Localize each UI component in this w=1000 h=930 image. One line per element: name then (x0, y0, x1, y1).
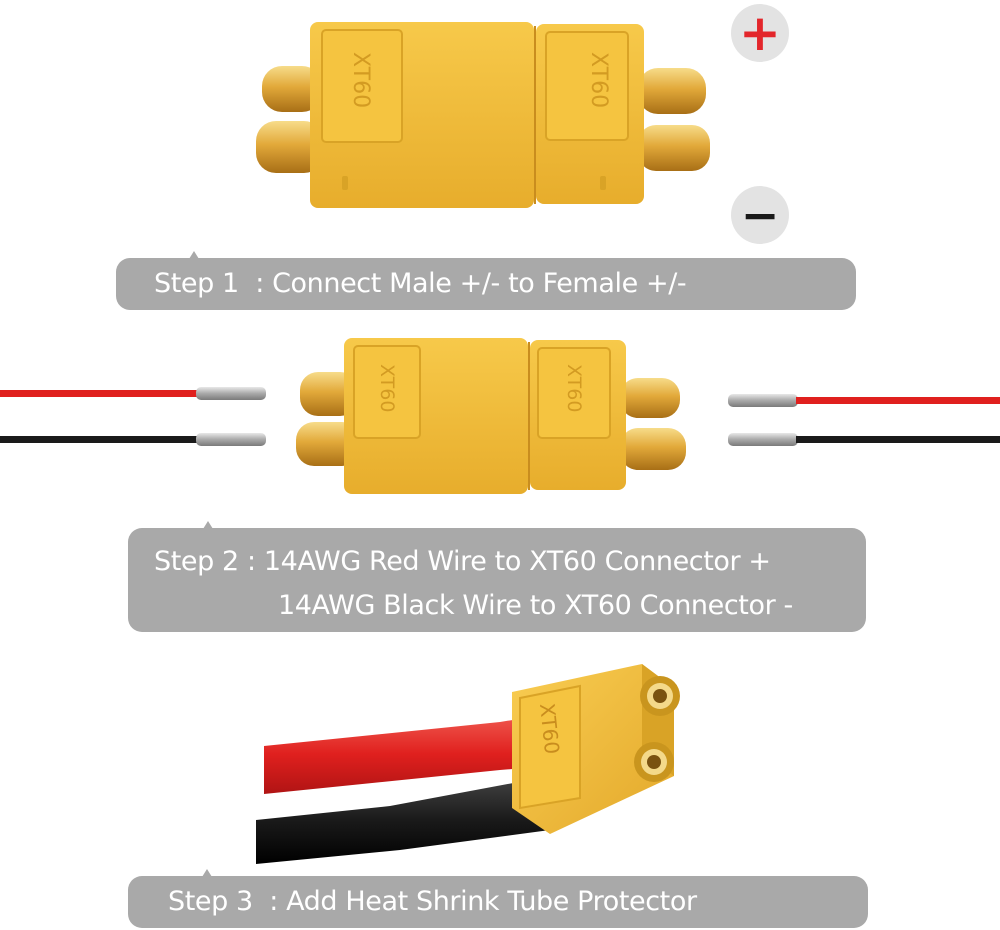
red-wire-with-heat-shrink (264, 714, 550, 794)
minus-icon: − (740, 188, 780, 242)
female-pin-negative (638, 125, 710, 171)
xt60-marking: XT60 (535, 702, 564, 755)
plus-polarity-badge: + (731, 4, 789, 62)
xt60-marking: XT60 (586, 52, 611, 108)
male-pin-positive (262, 66, 322, 112)
step2-text-line2: 14AWG Black Wire to XT60 Connector - (278, 590, 793, 621)
heat-shrink-lead-illustration: XT60 (256, 664, 680, 864)
minus-polarity-badge: − (731, 186, 789, 244)
black-wire-with-heat-shrink (256, 776, 550, 864)
step2-banner: Step 2 : 14AWG Red Wire to XT60 Connecto… (128, 528, 866, 632)
stripped-strands (196, 433, 266, 446)
black-wire-left (0, 436, 198, 443)
stripped-strands (728, 433, 798, 446)
xt60-marking: XT60 (563, 364, 585, 412)
wires-and-connectors-illustration: XT60 XT60 (0, 338, 1000, 494)
stripped-strands (728, 394, 798, 407)
female-pin-positive (638, 68, 706, 114)
red-wire-right (796, 397, 1000, 404)
step3-text: Step 3 : Add Heat Shrink Tube Protector (168, 886, 697, 917)
step2-text-line1: Step 2 : 14AWG Red Wire to XT60 Connecto… (154, 546, 771, 577)
plus-icon: + (739, 4, 781, 62)
banner-pointer (202, 869, 212, 877)
black-wire-right (796, 436, 1000, 443)
banner-pointer (189, 251, 199, 259)
step1-text: Step 1 : Connect Male +/- to Female +/- (154, 268, 687, 299)
male-pin-negative (256, 121, 324, 173)
stripped-strands (196, 387, 266, 400)
banner-pointer (203, 521, 213, 529)
mated-connectors-illustration: XT60 XT60 (256, 22, 710, 208)
red-wire-left (0, 390, 198, 397)
step1-banner: Step 1 : Connect Male +/- to Female +/- (116, 258, 856, 310)
xt60-marking: XT60 (348, 52, 373, 108)
step3-banner: Step 3 : Add Heat Shrink Tube Protector (128, 876, 868, 928)
xt60-marking: XT60 (376, 364, 398, 412)
